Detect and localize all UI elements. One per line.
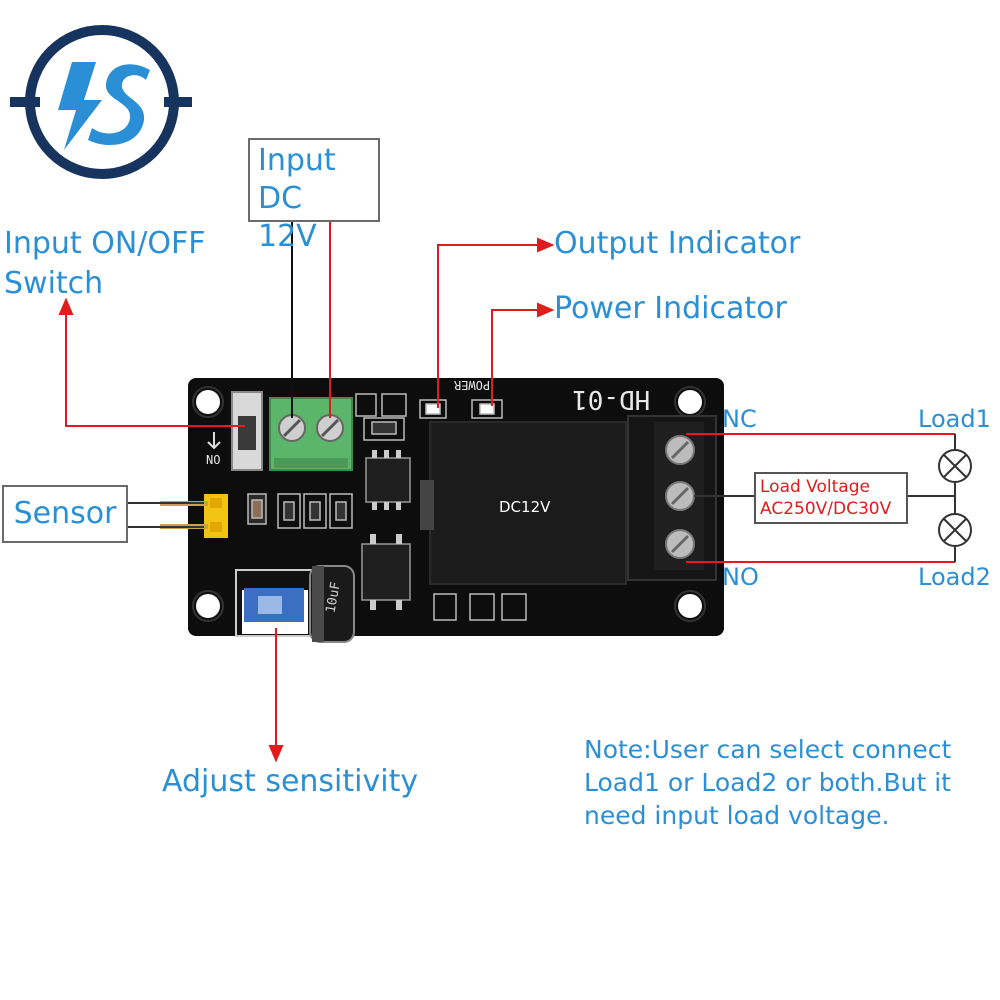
no-label: NO [722,563,759,591]
input-voltage: DC 12V [258,181,317,254]
sensor-wires [128,502,204,528]
power-silk: POWER [454,378,491,392]
input-title: Input [258,143,336,178]
output-indicator-label: Output Indicator [554,226,801,261]
on-silk: ON [206,452,221,466]
load2-lamp-icon [938,513,972,547]
load-voltage-box: Load Voltage AC250V/DC30V [754,472,908,524]
pointer-lines [58,237,955,763]
nc-label: NC [722,405,757,433]
load-voltage-line2: AC250V/DC30V [760,499,892,519]
on-off-switch [207,391,263,471]
note-line2: Load1 or Load2 or both.But it [584,768,951,797]
sensitivity-potentiometer [235,569,317,637]
power-indicator-label: Power Indicator [554,291,787,326]
sensor-label: Sensor [13,496,117,531]
brand-logo [10,25,192,179]
switch-label: Input ON/OFF Switch [4,224,206,304]
load1-label: Load1 [918,405,991,433]
note-text: Note:User can select connect Load1 or Lo… [584,733,951,832]
load2-label: Load2 [918,563,991,591]
note-line3: need input load voltage. [584,801,890,830]
smd-components [247,393,527,621]
switch-label-line1: Input ON/OFF [4,226,206,261]
adjust-sensitivity-label: Adjust sensitivity [162,764,419,799]
load1-lamp-icon [938,449,972,483]
load-voltage-wiring [694,434,956,562]
sensor-box: Sensor [2,485,128,543]
electrolytic-capacitor [309,565,355,643]
input-dc-box: Input DC 12V [248,138,380,254]
output-terminal-block [627,415,717,581]
relay [420,421,627,585]
load-voltage-line1: Load Voltage [760,477,870,497]
relay-label: DC12V [499,498,551,516]
input-terminal-block [269,397,353,471]
board-model-silk: HD-01 [572,384,651,414]
switch-label-line2: Switch [4,266,104,301]
note-line1: Note:User can select connect [584,735,952,764]
ic-chips [361,450,411,610]
input-wires [291,222,331,418]
